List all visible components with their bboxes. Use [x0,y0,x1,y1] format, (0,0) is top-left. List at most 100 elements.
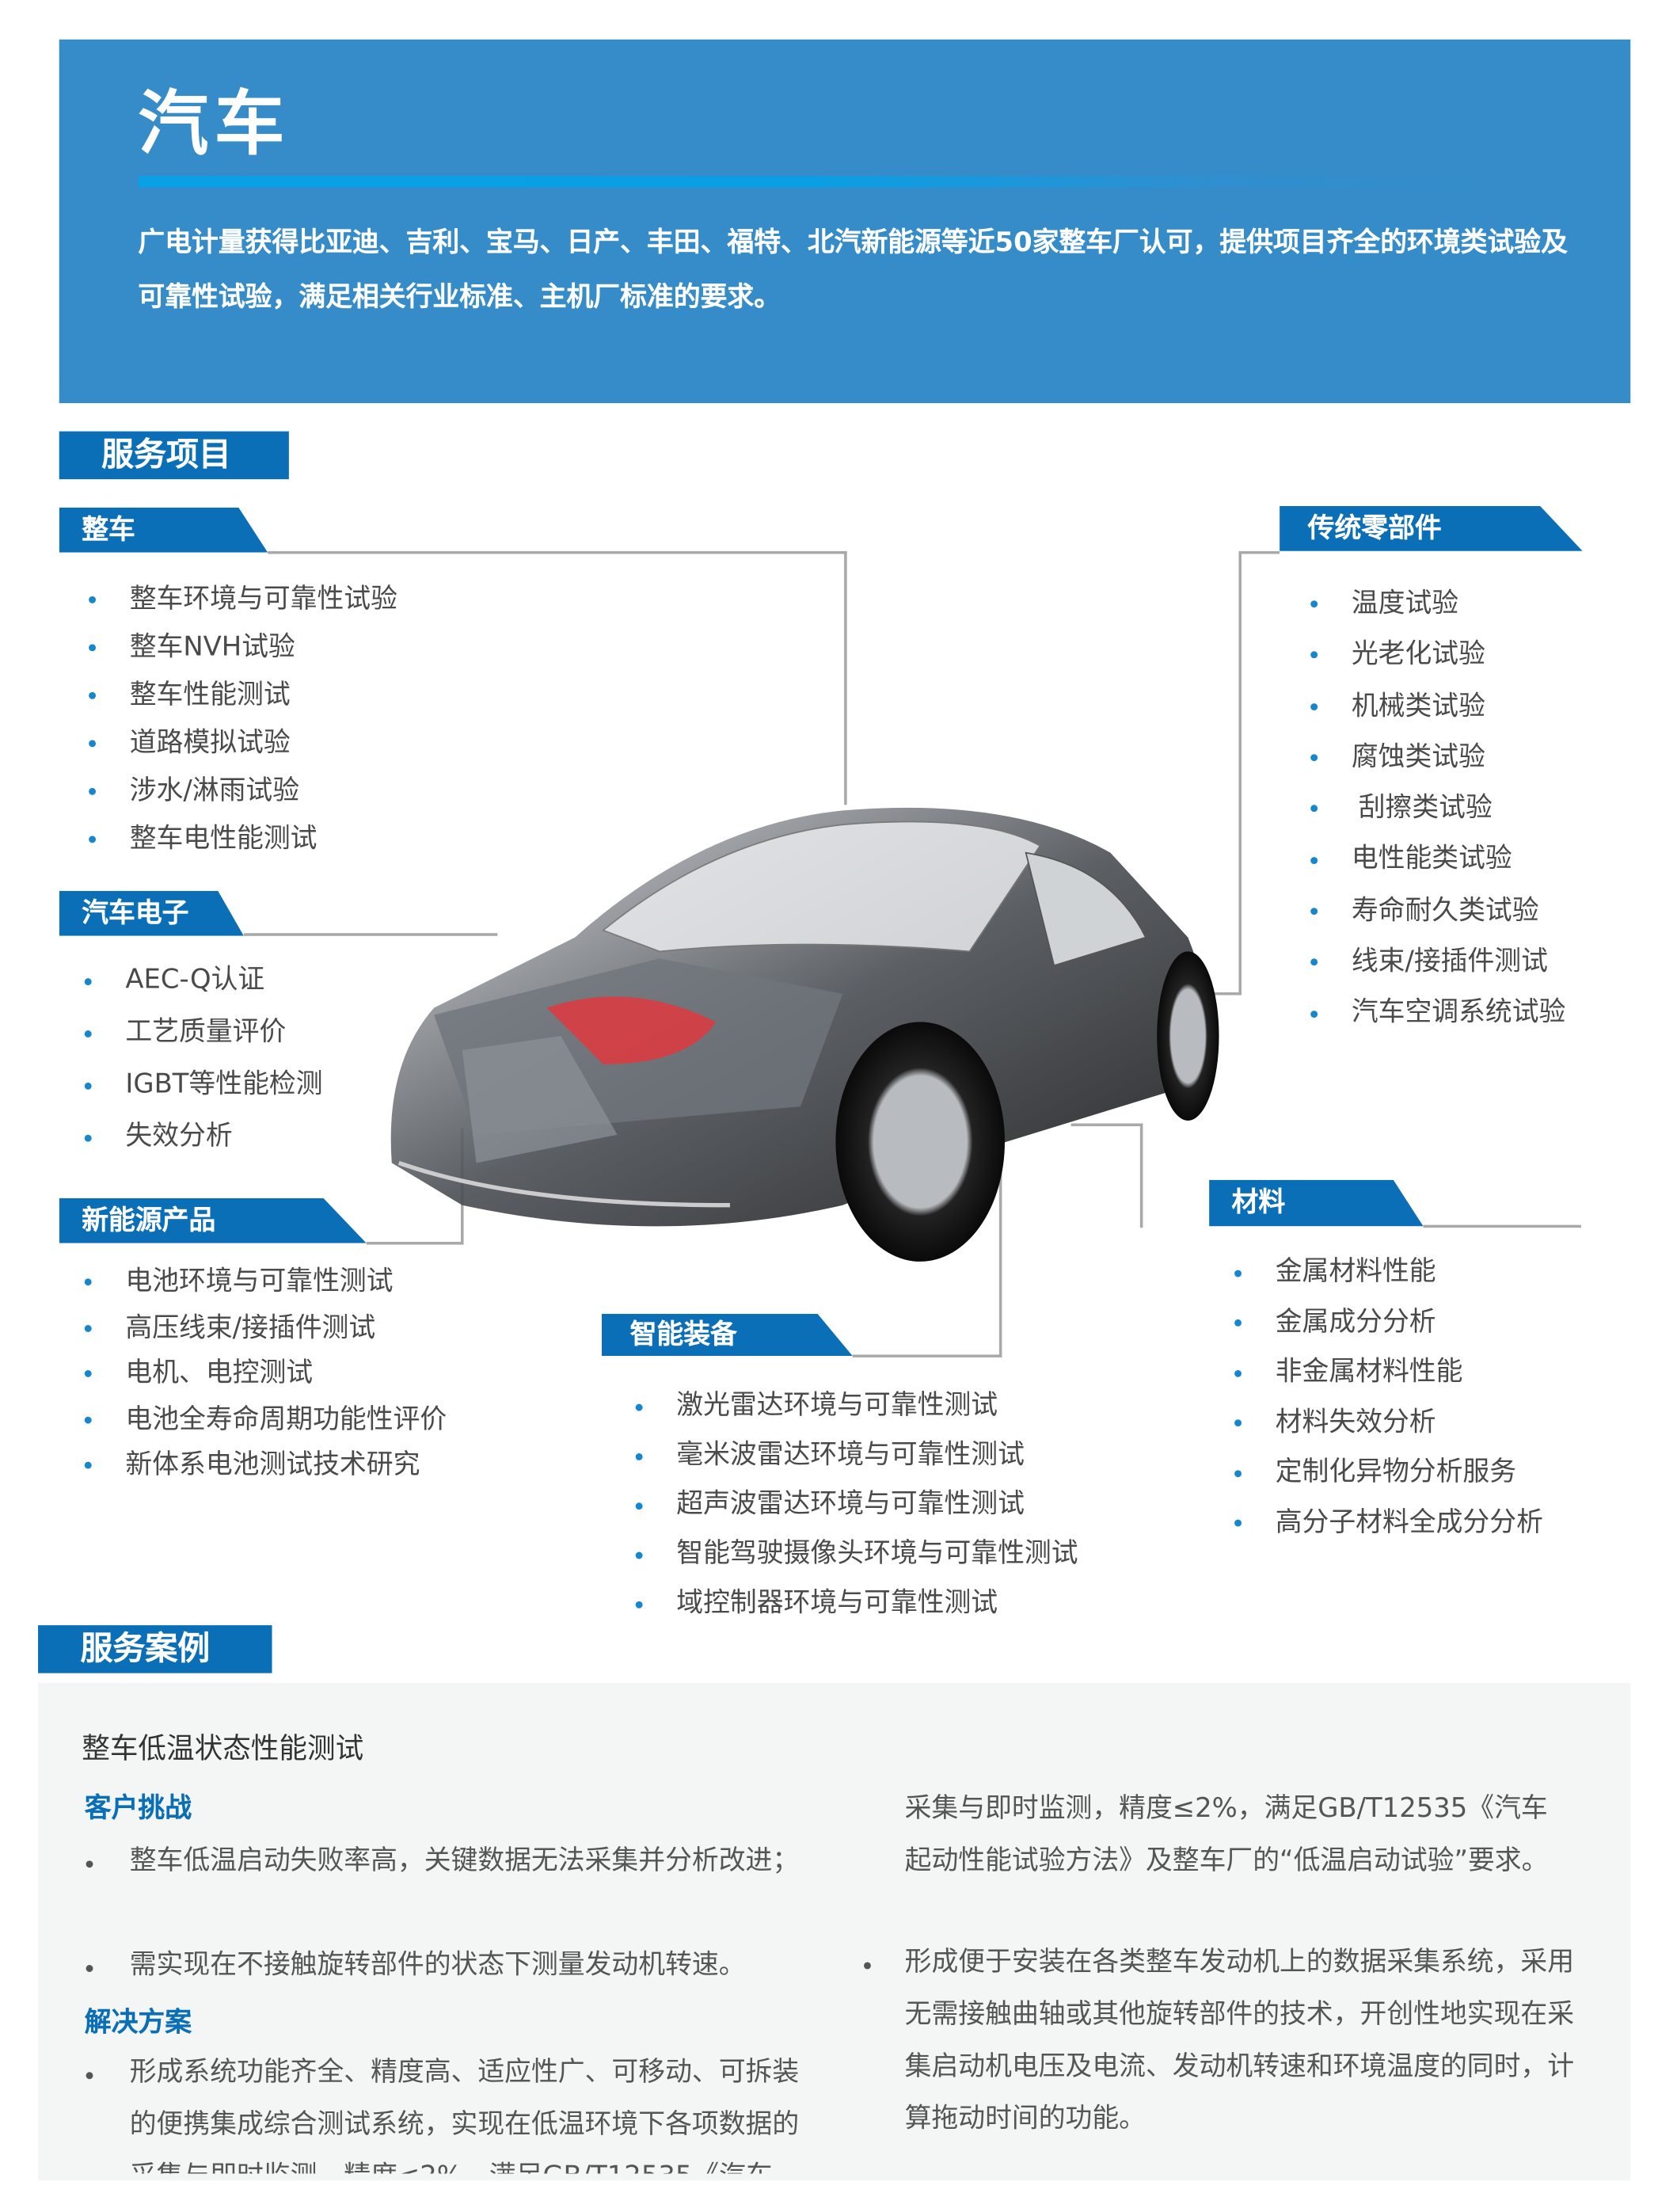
list-item: 温度试验 [1310,578,1566,630]
bullet-icon [86,1965,93,1972]
item-label: 电池全寿命周期功能性评价 [125,1403,447,1434]
solution-text-clip: 形成系统功能齐全、精度高、适应性广、可移动、可拆装的便携集成综合测试系统，实现在… [130,2046,1553,2174]
list-item: 刮擦类试验 [1310,782,1566,834]
item-label: 整车NVH试验 [129,631,295,663]
item-label: 超声波雷达环境与可靠性测试 [676,1488,1025,1520]
connector-line [268,550,847,554]
list-item: 金属成分分析 [1234,1297,1543,1347]
category-new-energy: 新能源产品 [59,1197,367,1243]
item-label: 汽车空调系统试验 [1351,996,1566,1029]
list-item: 汽车空调系统试验 [1310,988,1566,1039]
item-label: 光老化试验 [1351,638,1485,670]
connector-line [1139,1123,1143,1228]
bullet-icon [1234,1520,1242,1527]
item-label: 失效分析 [125,1120,233,1152]
materials-list: 金属材料性能 金属成分分析 非金属材料性能 材料失效分析 定制化异物分析服务 高… [1234,1247,1543,1548]
bullet-icon [1310,805,1318,813]
bullet-icon [1234,1319,1242,1327]
intro-text: 广电计量获得比亚迪、吉利、宝马、日产、丰田、福特、北汽新能源等近50家整车厂认可… [138,227,1568,314]
connector-line [1423,1224,1581,1228]
bullet-icon [89,740,97,748]
list-item: 域控制器环境与可靠性测试 [635,1578,1078,1628]
bullet-icon [1234,1469,1242,1477]
connector-line [844,550,847,805]
solution-continuation: 形成系统功能齐全、精度高、适应性广、可移动、可拆装的便携集成综合测试系统，实现在… [905,1783,1574,1940]
item-label: 激光雷达环境与可靠性测试 [676,1389,998,1422]
category-smart-equipment: 智能装备 [601,1313,853,1357]
list-item: 材料失效分析 [1234,1398,1543,1448]
item-label: 新体系电池测试技术研究 [125,1449,420,1480]
bullet-icon [89,787,97,795]
list-item: 电机、电控测试 [84,1350,447,1396]
bullet-icon [89,691,97,699]
connector-line [1240,550,1280,554]
connector-line [1070,1123,1143,1127]
bullet-icon [84,1030,92,1037]
bullet-icon [1234,1419,1242,1427]
cases-heading: 服务案例 [38,1625,272,1673]
item-label: 材料失效分析 [1275,1406,1436,1437]
title-underline [138,176,1485,188]
item-label: 毫米波雷达环境与可靠性测试 [676,1439,1025,1471]
list-item: 整车环境与可靠性试验 [89,575,397,623]
list-item: 工艺质量评价 [84,1007,322,1059]
case-panel: 整车低温状态性能测试 客户挑战 整车低温启动失败率高，关键数据无法采集并分析改进… [38,1683,1631,2181]
bullet-icon [1310,856,1318,864]
list-item: 寿命耐久类试验 [1310,885,1566,936]
list-item: 超声波雷达环境与可靠性测试 [635,1480,1078,1529]
category-electronics: 汽车电子 [59,890,244,936]
vehicle-list: 整车环境与可靠性试验 整车NVH试验 整车性能测试 道路模拟试验 涉水/淋雨试验… [89,575,397,862]
item-label: 腐蚀类试验 [1351,741,1485,773]
list-item: 道路模拟试验 [89,719,397,767]
case-title: 整车低温状态性能测试 [82,1730,364,1765]
bullet-icon [1310,600,1318,608]
connector-line [998,1155,1002,1357]
list-item: 整车NVH试验 [89,623,397,672]
list-item: 光老化试验 [1310,629,1566,680]
electronics-list: AEC-Q认证 工艺质量评价 IGBT等性能检测 失效分析 [84,954,323,1163]
bullet-icon [635,1452,643,1460]
item-label: 温度试验 [1351,588,1459,619]
bullet-icon [635,1600,643,1608]
item-label: 电池环境与可靠性测试 [125,1266,394,1297]
bullet-icon [84,1370,92,1378]
list-item: 毫米波雷达环境与可靠性测试 [635,1430,1078,1479]
list-item: 非金属材料性能 [1234,1347,1543,1397]
list-item: 激光雷达环境与可靠性测试 [635,1381,1078,1430]
bullet-icon [1310,754,1318,762]
bullet-icon [1310,1010,1318,1018]
item-label: 整车环境与可靠性试验 [129,583,397,615]
item-label: 金属材料性能 [1275,1255,1436,1287]
list-item: 新体系电池测试技术研究 [84,1442,447,1488]
list-item: 失效分析 [84,1110,322,1163]
bullet-icon [864,1962,871,1970]
challenge-item: 整车低温启动失败率高，关键数据无法采集并分析改进； [129,1845,800,1876]
item-label: IGBT等性能检测 [125,1068,323,1100]
hero-banner: 汽车 广电计量获得比亚迪、吉利、宝马、日产、丰田、福特、北汽新能源等近50家整车… [59,39,1631,404]
page-title: 汽车 [138,83,291,166]
item-label: 整车电性能测试 [129,823,318,855]
bullet-icon [635,1551,643,1559]
bullet-icon [1310,702,1318,710]
bullet-icon [86,2072,93,2080]
bullet-icon [84,1278,92,1286]
item-label: 高压线束/接插件测试 [125,1312,376,1343]
list-item: 机械类试验 [1310,680,1566,732]
car-cutaway-image [390,807,1219,1262]
solution-heading: 解决方案 [84,2007,192,2039]
bullet-icon [89,596,97,603]
item-label: 电性能类试验 [1351,843,1512,875]
challenge-heading: 客户挑战 [84,1792,192,1825]
list-item: IGBT等性能检测 [84,1059,323,1111]
components-list: 温度试验 光老化试验 机械类试验 腐蚀类试验 刮擦类试验 电性能类试验 寿命耐久… [1310,578,1566,1039]
bullet-icon [84,1324,92,1332]
solution-item: 形成便于安装在各类整车发动机上的数据采集系统，采用无需接触曲轴或其他旋转部件的技… [904,1946,1575,2134]
list-item: 智能驾驶摄像头环境与可靠性测试 [635,1529,1078,1578]
new-energy-list: 电池环境与可靠性测试 高压线束/接插件测试 电机、电控测试 电池全寿命周期功能性… [84,1258,447,1488]
item-label: 电机、电控测试 [125,1357,314,1389]
list-item: 电池环境与可靠性测试 [84,1258,447,1304]
bullet-icon [84,1081,92,1089]
item-label: 工艺质量评价 [125,1016,287,1048]
bullet-icon [1310,908,1318,915]
